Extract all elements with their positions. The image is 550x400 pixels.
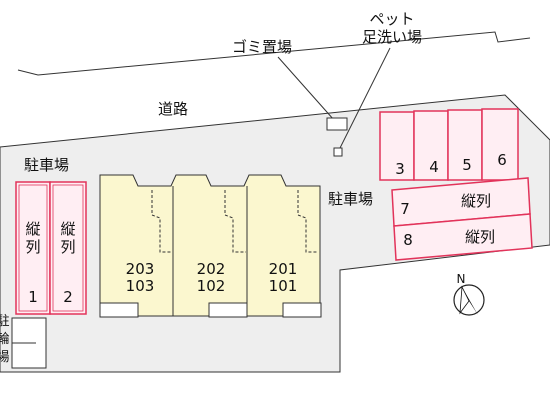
pet-wash-label: 足洗い場 <box>362 28 422 46</box>
compass-icon <box>453 284 485 316</box>
parking-number: 7 <box>400 200 410 218</box>
unit-lower: 101 <box>269 277 298 295</box>
parking-number: 1 <box>28 288 38 306</box>
parking-inner-line <box>18 184 48 312</box>
parking-note: 縦 <box>60 220 75 238</box>
parking-number: 3 <box>395 160 405 178</box>
unit-upper: 203 <box>126 260 155 278</box>
parking-number: 8 <box>403 231 413 249</box>
road-line <box>17 31 531 76</box>
parking-spaces-right-top <box>379 108 519 181</box>
compass-north-label: N <box>457 272 466 286</box>
bike-parking-label: 輪 <box>0 331 10 347</box>
road-label: 道路 <box>158 100 188 118</box>
apartment-building <box>99 174 321 317</box>
pet-wash-leader-line <box>339 47 391 149</box>
unit-upper: 202 <box>197 260 226 278</box>
unit-lower: 103 <box>126 277 155 295</box>
parking-note: 列 <box>25 238 40 256</box>
stair-dashes <box>151 190 318 253</box>
parking-number: 2 <box>63 288 73 306</box>
parking-number: 4 <box>429 158 439 176</box>
parking-note: 縦列 <box>465 228 495 246</box>
parking-spaces-left <box>15 181 87 315</box>
garbage-leader-line <box>277 56 335 121</box>
parking-number: 5 <box>462 156 472 174</box>
pet-wash-label: ペット <box>369 10 414 28</box>
parking-number: 6 <box>497 151 507 169</box>
parking-note: 列 <box>60 238 75 256</box>
parking-note: 縦列 <box>461 192 491 210</box>
parking-label: 駐車場 <box>328 190 373 208</box>
parking-spaces-right-rows <box>391 177 533 261</box>
parking-note: 縦 <box>25 220 40 238</box>
bike-parking-label: 駐 <box>0 314 10 329</box>
entrance-steps <box>99 302 322 318</box>
parking-label: 駐車場 <box>24 156 69 174</box>
unit-upper: 201 <box>269 260 298 278</box>
bike-parking-label: 場 <box>0 350 10 365</box>
garbage-area-label: ゴミ置場 <box>232 38 292 56</box>
pet-wash-area <box>333 147 343 157</box>
unit-lower: 102 <box>197 277 226 295</box>
garbage-area <box>326 117 348 131</box>
parking-inner-line <box>52 184 84 312</box>
